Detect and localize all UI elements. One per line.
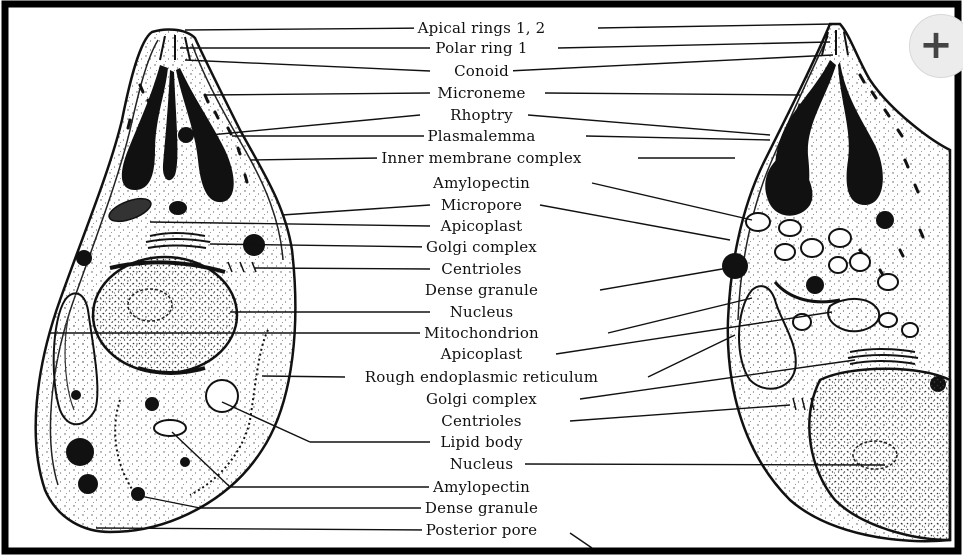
left-dense-granule-f	[180, 457, 190, 467]
right-cell	[722, 24, 950, 541]
right-dense-granule-top	[876, 211, 894, 229]
left-dense-granule-e	[71, 390, 81, 400]
left-dense-granule-c	[66, 438, 94, 466]
right-dense-granule-2	[806, 276, 824, 294]
left-amylopectin	[154, 420, 186, 436]
left-dense-granule-side	[76, 250, 92, 266]
left-nucleus	[93, 257, 237, 373]
right-dense-granule-mid	[722, 253, 748, 279]
left-dense-granule-d	[78, 474, 98, 494]
left-small-body	[169, 201, 187, 215]
right-apicoplast	[828, 299, 879, 331]
left-dense-granule-a	[145, 397, 159, 411]
zoom-in-plus-icon: +	[919, 25, 953, 65]
left-cell	[36, 30, 296, 532]
left-dense-granule-top	[178, 127, 194, 143]
left-dense-granule-b	[131, 487, 145, 501]
